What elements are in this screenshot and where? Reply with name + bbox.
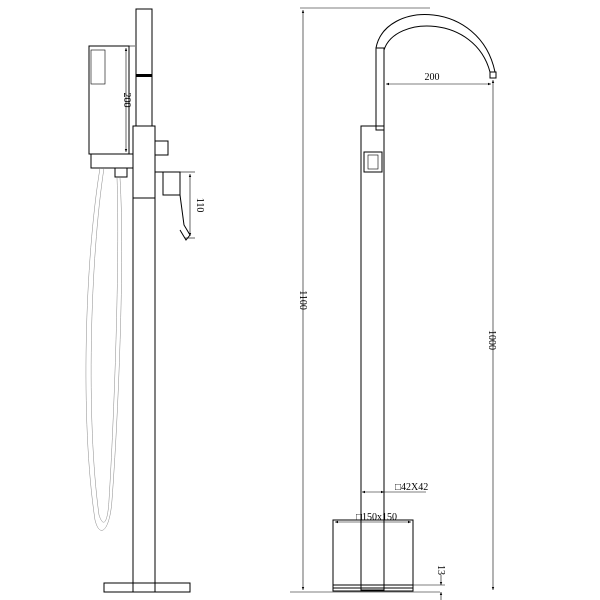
- lever-handle: [155, 171, 181, 196]
- dim-lever-height: 110: [194, 198, 205, 213]
- handshower-holder: [90, 153, 134, 169]
- side-view: 200 110: [85, 8, 205, 593]
- dim-spout-height: 1000: [486, 330, 497, 350]
- dim-handshower-length: 200: [121, 93, 132, 108]
- dim-base-thickness: 13: [435, 565, 446, 575]
- diverter-knob: [154, 140, 169, 156]
- upper-riser-pipe: [135, 8, 153, 127]
- spout-arc: [375, 14, 496, 73]
- spout-riser: [375, 47, 385, 131]
- base-outline: [332, 519, 414, 589]
- dim-base-size: □150x150: [356, 512, 397, 523]
- handshower-spray-face: [90, 49, 106, 85]
- front-view: 1100 200 1000 □42X42 □150x150 13: [290, 7, 497, 600]
- main-column: [360, 125, 385, 591]
- valve-body: [132, 125, 156, 199]
- main-column: [132, 197, 156, 593]
- base-plate: [103, 582, 191, 593]
- spout-outlet: [489, 71, 497, 79]
- hose-connector: [114, 167, 128, 178]
- dim-pipe-section: □42X42: [395, 482, 428, 493]
- base-plate: [332, 584, 414, 592]
- riser-ring: [136, 74, 152, 77]
- diverter-knob: [363, 151, 383, 173]
- lever-tip: [179, 194, 191, 241]
- dim-spout-reach: 200: [425, 72, 440, 83]
- hose: [85, 167, 122, 531]
- dim-overall-height: 1100: [297, 290, 308, 310]
